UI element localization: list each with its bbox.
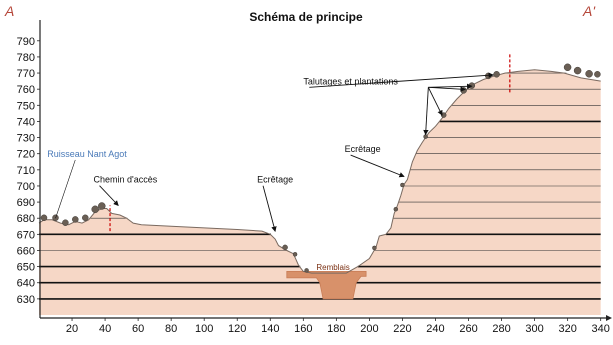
remblai-layer (286, 271, 367, 300)
x-tick-label: 200 (360, 323, 378, 335)
y-tick-label: 710 (17, 165, 35, 177)
x-tick-label: 160 (294, 323, 312, 335)
annotation-arrow (423, 87, 429, 136)
y-tick-label: 730 (17, 133, 35, 145)
vegetation-mark (594, 71, 601, 78)
x-tick-label: 20 (66, 323, 78, 335)
x-tick-label: 260 (459, 323, 477, 335)
section-start-label: A (4, 3, 14, 19)
x-tick-label: 180 (327, 323, 345, 335)
vegetation-mark (292, 252, 298, 257)
vegetation-mark (585, 70, 593, 78)
x-tick-label: 120 (228, 323, 246, 335)
y-tick-label: 740 (17, 116, 35, 128)
annotation-arrow (427, 87, 443, 116)
x-tick-label: 240 (426, 323, 444, 335)
remblai-area (286, 271, 367, 300)
x-tick-label: 340 (592, 323, 610, 335)
annotation-arrow (428, 83, 473, 90)
x-tick-label: 220 (393, 323, 411, 335)
x-tick-label: 300 (525, 323, 543, 335)
vegetation-mark (372, 245, 377, 251)
y-tick-label: 670 (17, 229, 35, 241)
x-tick-label: 60 (132, 323, 144, 335)
x-axis-arrow (606, 315, 612, 321)
vegetation-mark (91, 205, 99, 214)
y-tick-label: 650 (17, 262, 35, 274)
y-tick-label: 640 (17, 278, 35, 290)
vegetation-mark (393, 206, 399, 212)
vegetation-mark (485, 72, 492, 80)
vegetation-mark (282, 244, 288, 251)
vegetation-mark (98, 202, 106, 210)
x-tick-label: 80 (165, 323, 177, 335)
y-tick-label: 760 (17, 84, 35, 96)
y-tick-label: 690 (17, 197, 35, 209)
x-tick-label: 40 (99, 323, 111, 335)
vegetation-mark (493, 71, 500, 78)
chart-title: Schéma de principe (249, 10, 363, 24)
annotation-leader (55, 159, 76, 219)
annotation-remblai: Remblais (316, 263, 349, 272)
annotation-arrow (309, 72, 494, 88)
y-tick-label: 680 (17, 213, 35, 225)
vegetation-mark (62, 219, 69, 226)
x-tick-label: 280 (492, 323, 510, 335)
x-tick-label: 140 (261, 323, 279, 335)
vegetation-mark (468, 82, 476, 89)
vegetation-mark (400, 182, 405, 188)
annotation-stream: Ruisseau Nant Agot (47, 149, 127, 159)
y-tick-label: 780 (17, 52, 35, 64)
annotation-arrow (428, 86, 466, 92)
x-tick-label: 320 (558, 323, 576, 335)
terrain-area (39, 69, 601, 315)
terrain-layer (39, 69, 601, 315)
vegetation-mark (72, 216, 79, 223)
annotation-label: Ecrêtage (345, 144, 381, 154)
y-tick-label: 630 (17, 294, 35, 306)
annotation-arrow (99, 185, 119, 206)
y-tick-label: 700 (17, 181, 35, 193)
y-tick-label: 660 (17, 245, 35, 257)
y-tick-label: 790 (17, 36, 35, 48)
y-tick-label: 770 (17, 68, 35, 80)
section-end-label: A' (582, 3, 596, 19)
annotation-arrow (350, 154, 405, 178)
vegetation-mark (40, 214, 48, 222)
annotation-label: Talutages et plantations (303, 76, 398, 86)
annotation-label: Ecrêtage (257, 175, 293, 185)
vegetation-mark (423, 134, 428, 139)
vegetation-mark (563, 63, 572, 72)
marker-layer (109, 53, 511, 232)
x-tick-label: 100 (195, 323, 213, 335)
y-tick-label: 720 (17, 149, 35, 161)
annotation-label: Chemin d'accès (94, 175, 158, 185)
y-tick-label: 750 (17, 100, 35, 112)
axes-layer: 630 640 650 660 670 680 690 700 710 720 730 740 750 7… (17, 20, 612, 335)
vegetation-mark (304, 268, 309, 273)
vegetation-mark (82, 214, 89, 222)
annotation-arrow (262, 185, 277, 232)
vegetation-mark (573, 66, 582, 75)
vegetation-mark (460, 87, 467, 94)
